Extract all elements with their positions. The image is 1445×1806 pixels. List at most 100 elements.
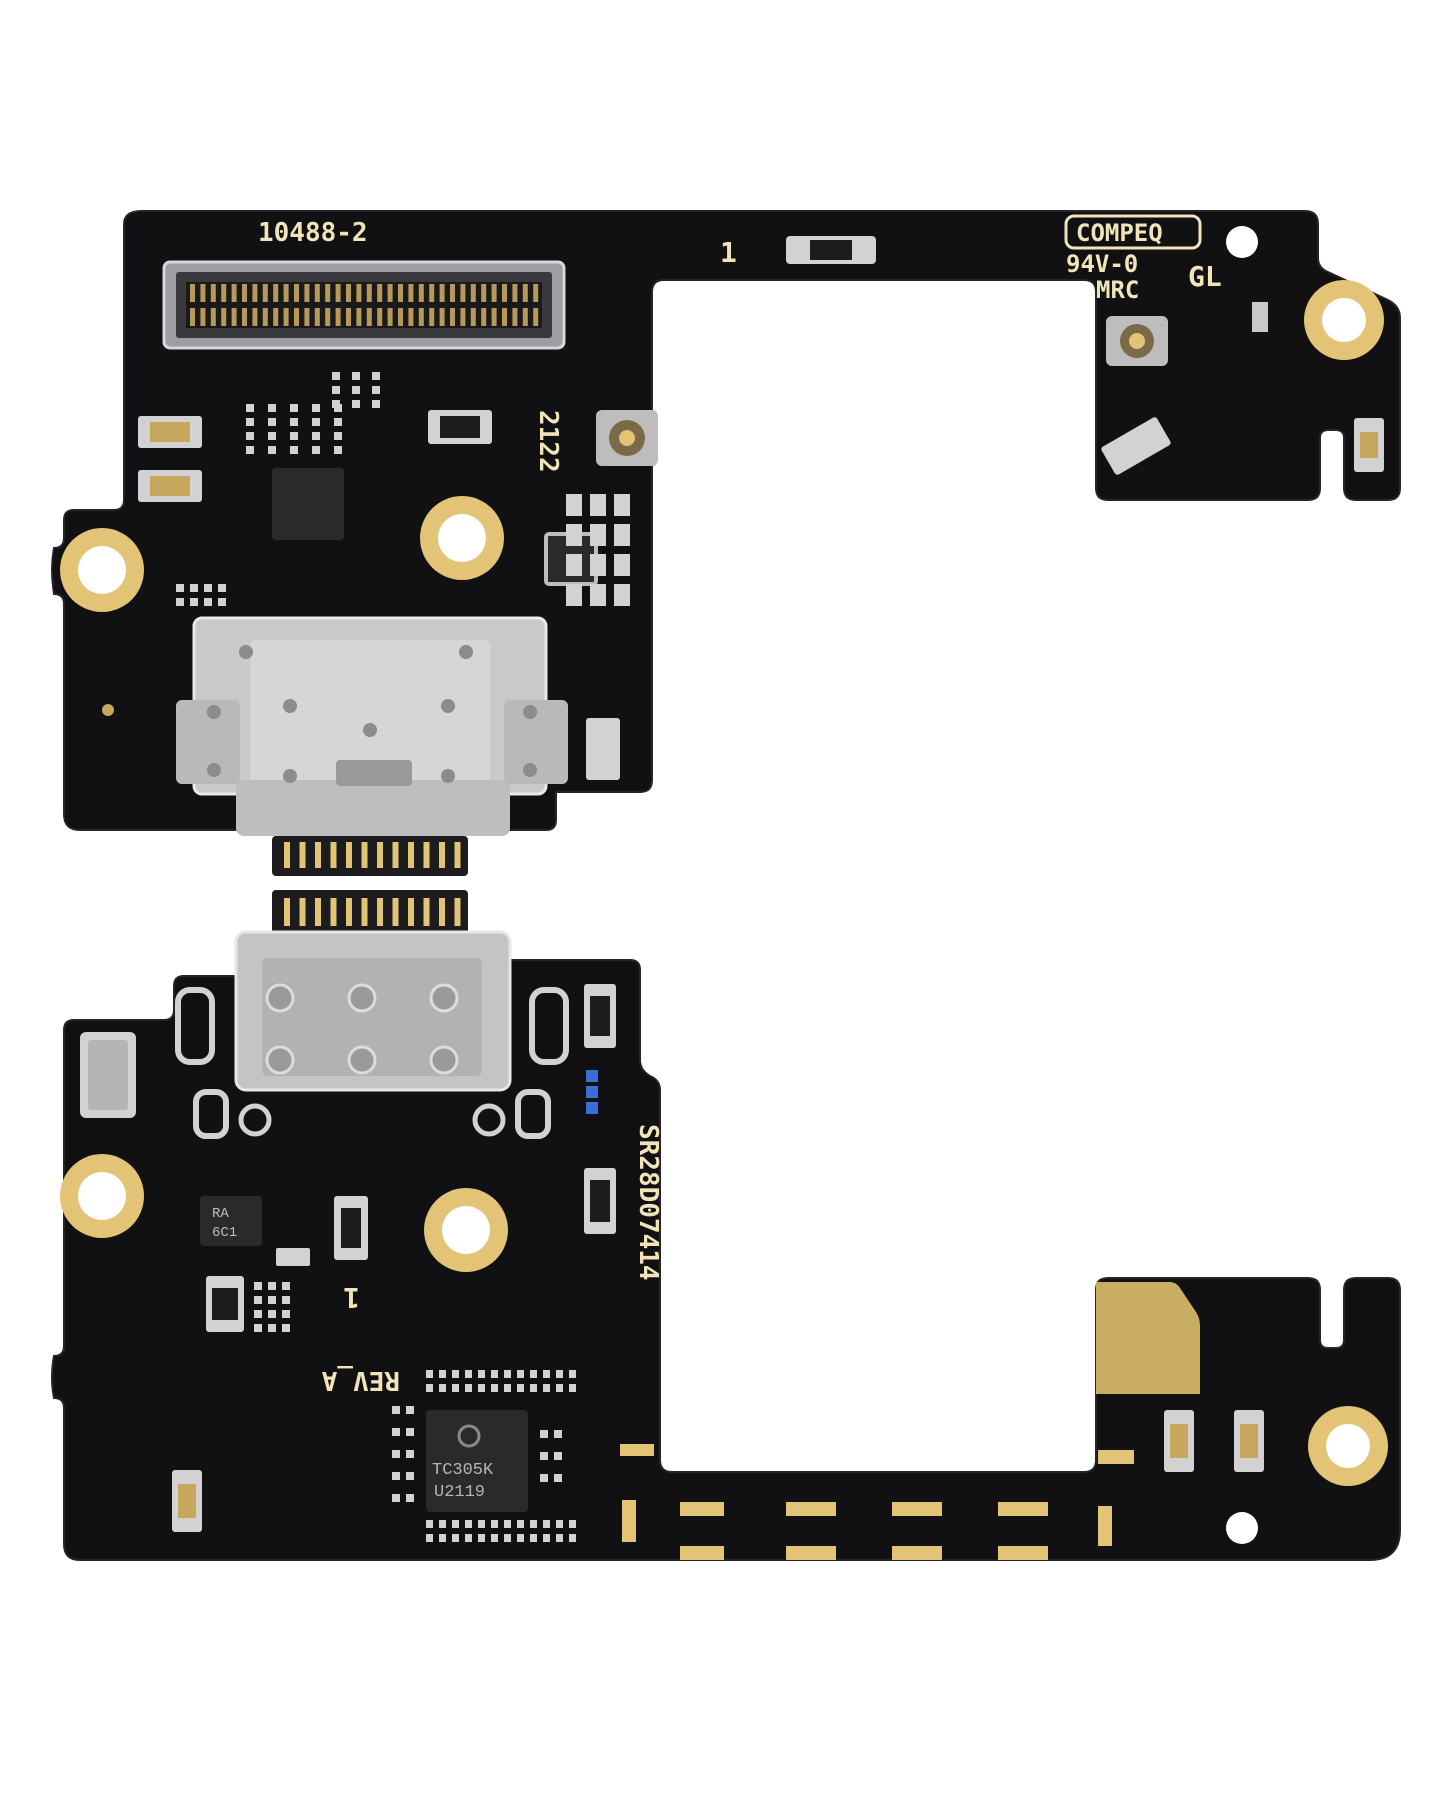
passive xyxy=(491,1384,498,1392)
connector-pin xyxy=(429,308,435,326)
connector-pin xyxy=(346,284,351,302)
connector-pin xyxy=(450,308,455,326)
connector-pin xyxy=(481,284,487,302)
passive xyxy=(282,1282,290,1290)
passive xyxy=(517,1534,524,1542)
passive xyxy=(465,1520,472,1528)
small-ic-marking-2: 6C1 xyxy=(212,1225,237,1241)
connector-pin xyxy=(304,284,310,302)
screw xyxy=(239,645,253,659)
passive xyxy=(556,1370,563,1378)
passive xyxy=(312,418,320,426)
passive xyxy=(218,598,226,606)
gold-pad xyxy=(620,1444,654,1456)
connector-pin xyxy=(314,284,320,302)
passive xyxy=(465,1370,472,1378)
passive xyxy=(254,1282,262,1290)
passive xyxy=(290,418,298,426)
port-pin xyxy=(361,842,368,868)
connector-pin xyxy=(242,308,247,326)
connector-pin xyxy=(346,308,351,326)
small-ic: RA 6C1 xyxy=(200,1196,262,1246)
passive xyxy=(268,1324,276,1332)
passive xyxy=(426,1384,433,1392)
smd-capacitor xyxy=(584,984,616,1048)
smd-capacitor xyxy=(428,410,492,444)
passive xyxy=(204,584,212,592)
passive xyxy=(392,1494,400,1502)
connector-pin xyxy=(418,308,424,326)
connector-pin xyxy=(439,284,445,302)
screw xyxy=(523,763,537,777)
antenna-coax-icon xyxy=(596,410,658,466)
passive xyxy=(334,446,342,454)
connector-pin xyxy=(366,284,372,302)
port-pin xyxy=(439,898,445,926)
smd-capacitor xyxy=(1354,418,1384,472)
smd-capacitor xyxy=(138,470,202,502)
passive xyxy=(478,1520,485,1528)
passive xyxy=(332,386,340,394)
passive xyxy=(312,446,320,454)
connector-pin xyxy=(231,284,237,302)
passive xyxy=(517,1520,524,1528)
passive xyxy=(554,1430,562,1438)
mrc-label: MRC xyxy=(1096,276,1139,304)
passive xyxy=(491,1520,498,1528)
passive xyxy=(406,1472,414,1480)
connector-pin xyxy=(314,308,320,326)
port-pin xyxy=(346,842,352,868)
connector-pin xyxy=(408,284,414,302)
passive xyxy=(218,584,226,592)
passive xyxy=(246,446,254,454)
passive xyxy=(517,1370,524,1378)
port-pin xyxy=(346,898,352,926)
smd-capacitor xyxy=(584,1168,616,1234)
passive xyxy=(543,1370,550,1378)
passive xyxy=(614,554,630,576)
passive xyxy=(334,418,342,426)
passive xyxy=(517,1384,524,1392)
mounting-hole-icon xyxy=(1304,280,1384,360)
passive xyxy=(452,1370,459,1378)
port-pin xyxy=(330,898,337,926)
passive xyxy=(406,1450,414,1458)
port-pin xyxy=(377,898,383,926)
connector-pin xyxy=(460,308,466,326)
date-code-label: 2122 xyxy=(533,410,563,473)
connector-pin xyxy=(294,308,299,326)
gold-pad xyxy=(622,1500,636,1542)
screw xyxy=(441,699,455,713)
passive xyxy=(176,598,184,606)
passive xyxy=(312,432,320,440)
port-pin xyxy=(439,842,445,868)
connector-pin xyxy=(533,308,539,326)
screw xyxy=(283,769,297,783)
smd-capacitor xyxy=(786,236,876,264)
port-pin xyxy=(315,842,321,868)
alignment-hole xyxy=(1226,1512,1258,1544)
flex-connector-pins xyxy=(190,284,539,326)
connector-pin xyxy=(470,308,476,326)
gl-label: GL xyxy=(1188,260,1222,293)
passive xyxy=(426,1370,433,1378)
pin-one-bottom-label: 1 xyxy=(343,1281,360,1314)
connector-pin xyxy=(210,308,216,326)
passive xyxy=(554,1474,562,1482)
passive xyxy=(246,404,254,412)
passive xyxy=(190,584,198,592)
passive xyxy=(439,1370,446,1378)
passive xyxy=(439,1384,446,1392)
passive xyxy=(566,584,582,606)
part-number-label: 10488-2 xyxy=(258,218,368,248)
passive xyxy=(554,1452,562,1460)
connector-pin xyxy=(356,284,362,302)
gold-pad xyxy=(998,1546,1048,1560)
port-pin xyxy=(392,898,399,926)
passive xyxy=(268,432,276,440)
passive xyxy=(246,418,254,426)
passive xyxy=(352,386,360,394)
passive xyxy=(478,1534,485,1542)
passive xyxy=(392,1406,400,1414)
